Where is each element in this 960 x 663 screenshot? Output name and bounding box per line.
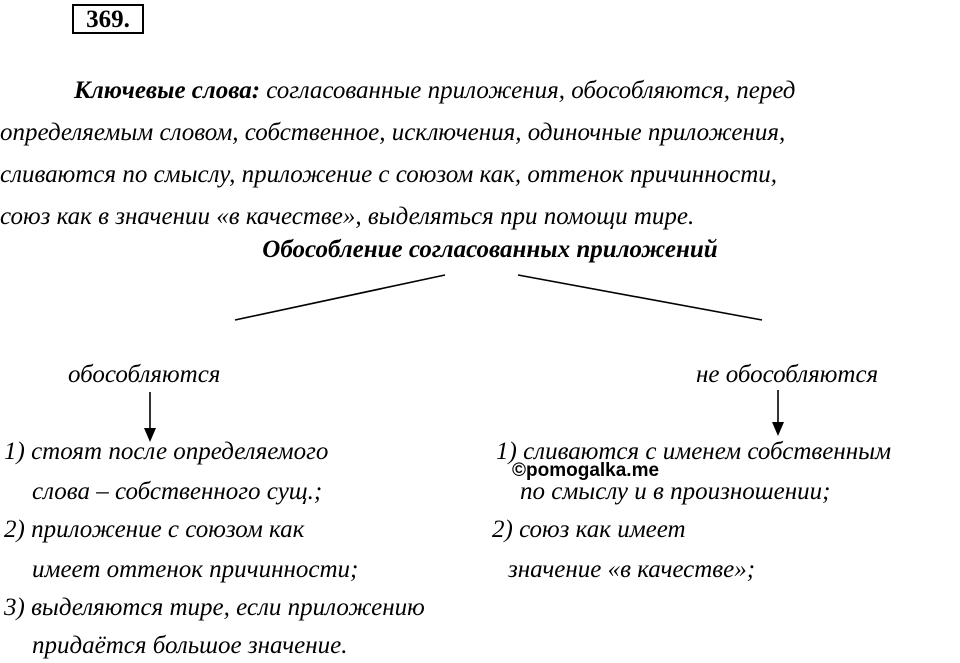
right-item-2: 2) союз как имеет bbox=[492, 516, 686, 543]
left-branch-line bbox=[234, 274, 446, 321]
left-item-1-cont: слова – собственного сущ.; bbox=[32, 478, 323, 505]
left-item-3-cont: придаётся большое значение. bbox=[32, 632, 348, 659]
right-branch-label: не обособляются bbox=[696, 361, 879, 388]
watermark: ©pomogalka.me bbox=[512, 460, 660, 481]
right-item-1-cont: по смыслу и в произношении; bbox=[520, 478, 831, 505]
scheme-title: Обособление согласованных приложений bbox=[262, 236, 718, 263]
keywords-line-3: сливаются по смыслу, приложение с союзом… bbox=[0, 161, 778, 188]
left-branch-label: обособляются bbox=[68, 361, 221, 388]
left-item-1: 1) стоят после определяемого bbox=[4, 438, 329, 465]
right-arrow bbox=[772, 390, 784, 436]
left-item-2-cont: имеет оттенок причинности; bbox=[32, 556, 359, 583]
right-item-1: 1) сливаются с именем собственным bbox=[496, 438, 892, 465]
exercise-number: 369. bbox=[72, 4, 144, 34]
right-item-2-cont: значение «в качестве»; bbox=[508, 556, 756, 583]
left-arrow bbox=[144, 392, 156, 442]
keywords-line-4: союз как в значении «в качестве», выделя… bbox=[0, 203, 695, 230]
keywords-line-2: определяемым словом, собственное, исключ… bbox=[0, 119, 786, 146]
keywords-text: согласованные приложения, обособляются, … bbox=[260, 77, 796, 104]
right-branch-line bbox=[517, 274, 763, 321]
keywords-label: Ключевые слова: bbox=[74, 77, 261, 104]
left-item-3: 3) выделяются тире, если приложению bbox=[4, 594, 425, 621]
keywords-line-1: Ключевые слова: согласованные приложения… bbox=[74, 70, 795, 112]
left-item-2: 2) приложение с союзом как bbox=[4, 516, 305, 543]
